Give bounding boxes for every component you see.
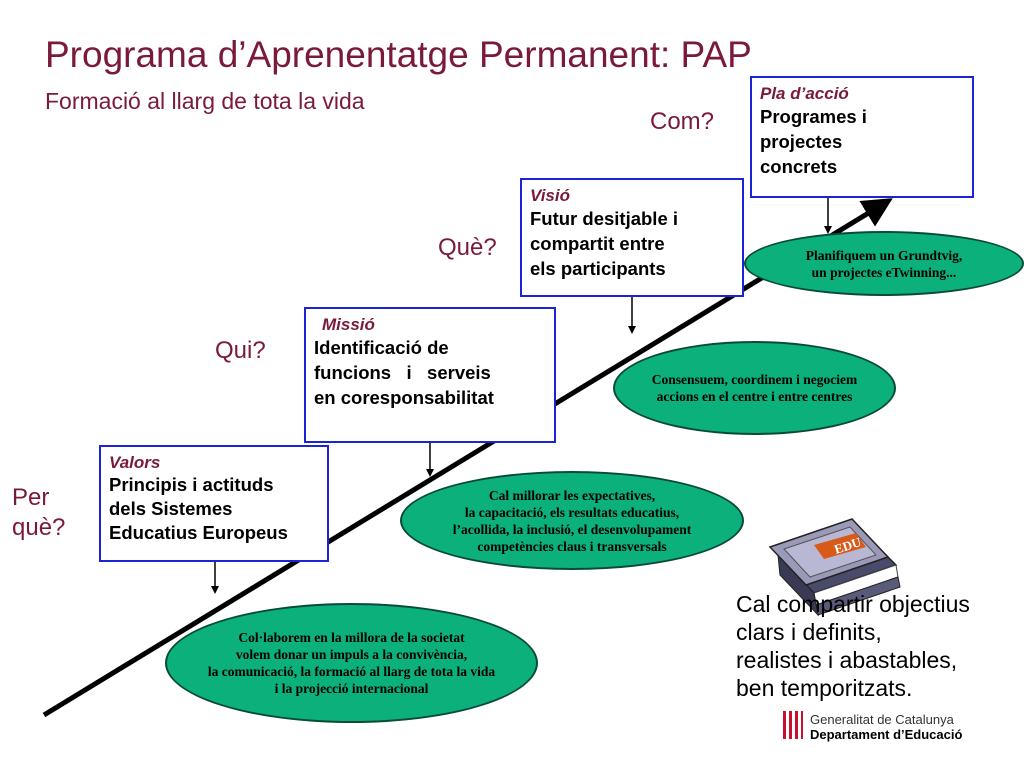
question-com: Com? <box>650 108 715 135</box>
box-visio-line: compartit entre <box>530 233 665 254</box>
footer-generalitat: Generalitat de Catalunya <box>810 712 954 727</box>
box-visio-line: Futur desitjable i <box>530 208 679 229</box>
box-pla-accio: Pla d’acció Programes i projectes concre… <box>750 76 974 198</box>
question-qui: Qui? <box>215 337 266 364</box>
box-missio-line: funcions i serveis <box>314 362 491 383</box>
ellipse-consensuem: Consensuem, coordinem i negociem accions… <box>613 341 896 435</box>
ellipse-millorar-line: la capacitació, els resultats educatius, <box>464 504 680 520</box>
box-pla-accio-line: concrets <box>760 156 838 177</box>
box-pla-accio-line: Programes i <box>760 106 867 127</box>
page-subtitle: Formació al llarg de tota la vida <box>45 88 365 114</box>
box-valors-heading: Valors <box>109 453 161 472</box>
box-pla-accio-heading: Pla d’acció <box>760 84 849 103</box>
ellipse-collaborem: Col·laborem en la millora de la societat… <box>165 603 538 723</box>
box-valors: Valors Principis i actituds dels Sisteme… <box>99 445 329 562</box>
question-perque-line2: què? <box>12 514 66 541</box>
ellipse-collaborem-line: la comunicació, la formació al llarg de … <box>207 664 496 679</box>
ellipse-planifiquem-line: un projectes eTwinning... <box>811 264 957 280</box>
question-perque: Per què? <box>12 483 65 543</box>
ellipse-collaborem-line: Col·laborem en la millora de la societat <box>238 630 465 645</box>
box-valors-line: dels Sistemes <box>109 498 233 519</box>
ellipse-collaborem-line: volem donar un impuls a la convivència, <box>235 647 468 662</box>
box-missio-line: en coresponsabilitat <box>314 387 494 408</box>
ellipse-consensuem-line: accions en el centre i entre centres <box>656 389 853 404</box>
ellipse-collaborem-line: i la projecció internacional <box>274 681 429 696</box>
box-pla-accio-line: projectes <box>760 131 843 152</box>
question-perque-line1: Per <box>12 484 50 511</box>
box-valors-line: Principis i actituds <box>109 474 274 495</box>
note-text: Cal compartir objectius clars i definits… <box>736 590 970 702</box>
note-line: ben temporitzats. <box>736 675 913 701</box>
box-missio-line: Identificació de <box>314 337 449 358</box>
ellipse-planifiquem: Planifiquem un Grundtvig, un projectes e… <box>744 231 1024 296</box>
ellipse-consensuem-line: Consensuem, coordinem i negociem <box>651 372 858 387</box>
box-visio-heading: Visió <box>530 186 570 205</box>
box-visio-line: els participants <box>530 258 666 279</box>
box-missio-heading: Missió <box>322 315 375 334</box>
note-line: realistes i abastables, <box>736 647 958 673</box>
note-line: Cal compartir objectius <box>736 591 970 617</box>
ellipse-planifiquem-line: Planifiquem un Grundtvig, <box>805 247 963 263</box>
ellipse-millorar: Cal millorar les expectatives, la capaci… <box>400 471 744 570</box>
footer-departament: Departament d’Educació <box>810 727 963 742</box>
box-valors-line: Educatius Europeus <box>109 522 288 543</box>
ellipse-millorar-line: l’acollida, la inclusió, el desenvolupam… <box>452 521 692 537</box>
ellipse-millorar-line: competències claus i transversals <box>477 538 667 554</box>
ellipse-millorar-line: Cal millorar les expectatives, <box>488 487 656 503</box>
box-visio: Visió Futur desitjable i compartit entre… <box>520 178 744 297</box>
note-line: clars i definits, <box>736 619 882 645</box>
box-missio: Missió Identificació de funcions i serve… <box>304 307 556 443</box>
page-title: Programa d’Aprenentatge Permanent: PAP <box>45 34 752 75</box>
question-que: Què? <box>438 234 497 261</box>
